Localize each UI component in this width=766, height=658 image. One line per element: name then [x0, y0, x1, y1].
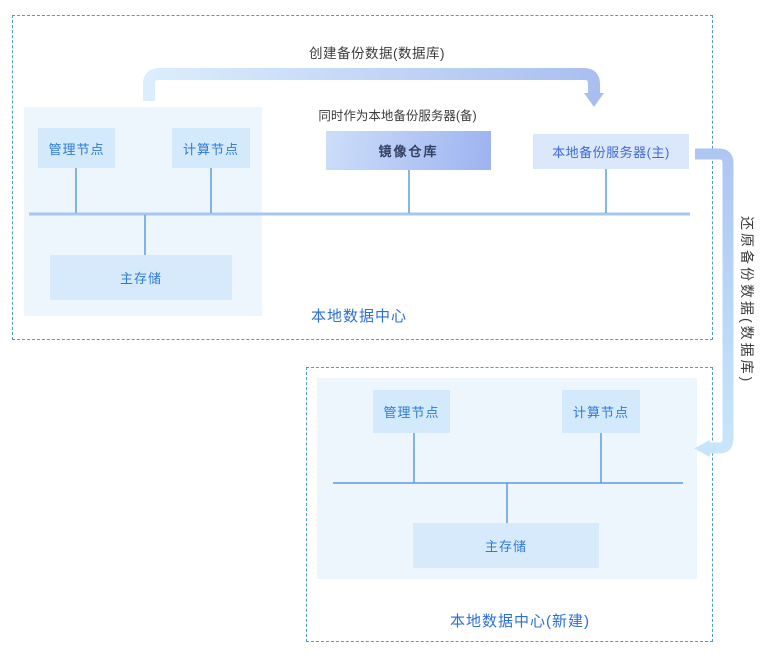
create-backup-flow-label: 创建备份数据(数据库): [309, 46, 445, 61]
node-image-repository: 镜像仓库: [326, 131, 491, 170]
node-compute-bottom: 计算节点: [562, 390, 640, 433]
local-dc-label: 本地数据中心: [311, 308, 408, 325]
restore-backup-flow-label: 还原备份数据(数据库): [739, 216, 755, 385]
node-primary-storage-bottom: 主存储: [413, 523, 599, 568]
node-local-backup-primary: 本地备份服务器(主): [533, 134, 689, 169]
node-management-bottom: 管理节点: [373, 390, 450, 433]
node-management-top: 管理节点: [38, 128, 115, 168]
new-local-dc-boundary: [306, 367, 713, 642]
mirror-note-label: 同时作为本地备份服务器(备): [318, 109, 477, 123]
new-local-dc-label: 本地数据中心(新建): [450, 613, 590, 630]
node-compute-top: 计算节点: [172, 128, 250, 168]
node-primary-storage-top: 主存储: [50, 255, 232, 300]
